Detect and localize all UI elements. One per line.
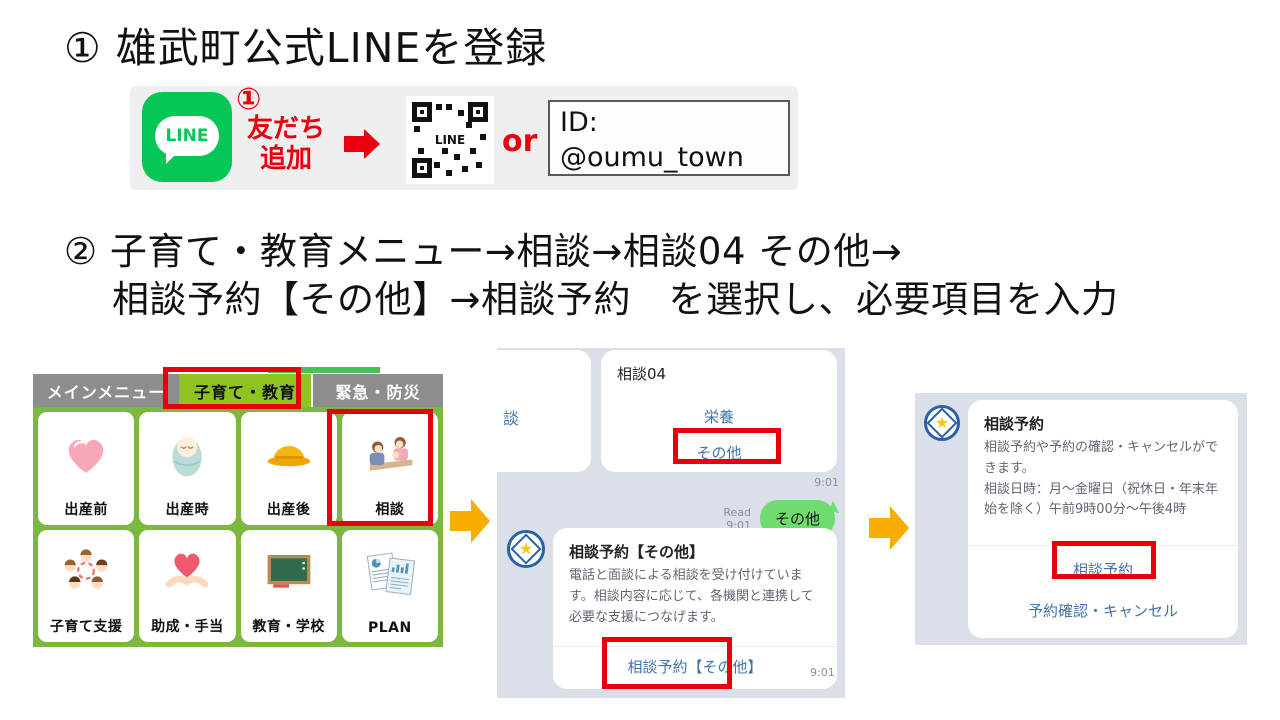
- id-label: ID:: [560, 107, 598, 138]
- heart-icon: [38, 412, 134, 499]
- partial-message-card: 談: [497, 350, 591, 472]
- nutrition-link[interactable]: 栄養: [703, 408, 734, 426]
- family-circle-icon: [38, 530, 134, 617]
- reservation-card: 相談予約 相談予約や予約の確認・キャンセルができます。 相談日時：月～金曜日（祝…: [968, 400, 1238, 638]
- star-icon: ★: [518, 539, 534, 558]
- qr-finder-icon: [468, 102, 488, 122]
- chat-top-strip: [497, 340, 845, 348]
- bubble-tail: [829, 500, 843, 514]
- bot-avatar-2: ★: [924, 405, 960, 441]
- line-id-box: ID: @oumu_town: [548, 100, 790, 176]
- line-app-icon: LINE: [142, 92, 232, 182]
- timestamp-1: 9:01: [814, 476, 839, 489]
- reservation-body: 相談予約や予約の確認・キャンセルができます。 相談日時：月～金曜日（祝休日・年末…: [984, 440, 1219, 518]
- add-friend-label: 友だち 追加: [246, 114, 325, 174]
- bot-message-card: 相談予約【その他】 電話と面談による相談を受け付けています。相談内容に応じて、各…: [553, 528, 837, 689]
- tab-main-menu[interactable]: メインメニュー: [33, 374, 179, 407]
- step-one-badge: ①: [236, 82, 262, 117]
- reservation-screenshot: ★ 相談予約 相談予約や予約の確認・キャンセルができます。 相談日時：月～金曜日…: [915, 393, 1247, 645]
- other-link[interactable]: その他: [696, 444, 742, 462]
- menu-card-education[interactable]: 教育・学校: [240, 529, 337, 642]
- flow-arrow-1-icon: [450, 499, 490, 543]
- consult04-title: 相談04: [617, 365, 667, 383]
- chat-screenshot: 談 相談04 栄養 その他 9:01 Read 9:01 その他 ★ 相談予約【…: [497, 340, 845, 698]
- line-bubble-tail: [166, 152, 178, 164]
- school-hat-icon: [241, 412, 337, 499]
- menu-card-prenatal[interactable]: 出産前: [38, 412, 135, 525]
- bot-card-title: 相談予約【その他】: [569, 543, 705, 561]
- menu-grid: 出産前 出産時 出産後 相談 子育て支援: [33, 407, 443, 647]
- step2-line1: ② 子育て・教育メニュー→相談→相談04 その他→: [64, 230, 903, 273]
- menu-card-plan[interactable]: PLAN: [341, 529, 438, 642]
- step1-title: ① 雄武町公式LINEを登録: [64, 24, 548, 72]
- flow-arrow-2-icon: [869, 506, 909, 550]
- highlight-box-other-link: [673, 428, 781, 464]
- menu-card-subsidy[interactable]: 助成・手当: [139, 529, 236, 642]
- highlight-box-reserve: [1052, 541, 1156, 579]
- line-speech-bubble-icon: LINE: [155, 116, 219, 156]
- consultation-icon: [342, 412, 438, 499]
- confirm-cancel-link[interactable]: 予約確認・キャンセル: [1027, 602, 1178, 620]
- rich-menu-screenshot: メインメニュー 子育て・教育 緊急・防災 出産前 出産時 出産後 相談: [33, 365, 443, 647]
- highlight-box-reserve-other: [602, 637, 732, 689]
- id-value: @oumu_town: [560, 142, 744, 173]
- tab-emergency[interactable]: 緊急・防災: [311, 374, 443, 407]
- menu-card-birth[interactable]: 出産時: [139, 412, 236, 525]
- menu-card-childcare-support[interactable]: 子育て支援: [38, 529, 135, 642]
- qr-finder-icon: [412, 158, 432, 178]
- menu-tabbar: メインメニュー 子育て・教育 緊急・防災: [33, 374, 443, 407]
- partial-consult-link[interactable]: 談: [503, 409, 520, 428]
- newborn-icon: [139, 412, 235, 499]
- menu-top-green-segment: [268, 367, 380, 373]
- highlight-box-childcare-tab: [163, 367, 301, 409]
- tab-childcare-education[interactable]: 子育て・教育: [179, 374, 311, 407]
- line-qr-code: LINE: [406, 96, 494, 184]
- bot-card-body: 電話と面談による相談を受け付けています。相談内容に応じて、各機関と連携して必要な…: [569, 568, 814, 625]
- hands-heart-icon: [139, 530, 235, 617]
- line-logo-text: LINE: [165, 126, 209, 146]
- menu-card-consultation[interactable]: 相談: [341, 412, 438, 525]
- red-arrow-icon: [344, 136, 364, 152]
- consult04-card: 相談04 栄養 その他: [601, 350, 837, 472]
- reservation-title: 相談予約: [984, 415, 1045, 433]
- qr-modules: [436, 104, 442, 110]
- documents-icon: [342, 530, 438, 621]
- qr-finder-icon: [412, 102, 432, 122]
- timestamp-2: 9:01: [810, 666, 835, 679]
- qr-center-label: LINE: [432, 133, 468, 147]
- card-divider: [553, 646, 837, 647]
- red-arrow-head-icon: [364, 129, 380, 159]
- blackboard-icon: [241, 530, 337, 617]
- menu-card-postnatal[interactable]: 出産後: [240, 412, 337, 525]
- step2-line2: 相談予約【その他】→相談予約 を選択し、必要項目を入力: [112, 278, 1119, 321]
- or-label: or: [502, 124, 538, 159]
- star-icon: ★: [934, 413, 950, 432]
- line-registration-banner: LINE ① 友だち 追加 LINE or ID: @oumu_town: [130, 82, 798, 190]
- bot-avatar: ★: [507, 530, 545, 568]
- highlight-box-consultation-card: [327, 409, 433, 526]
